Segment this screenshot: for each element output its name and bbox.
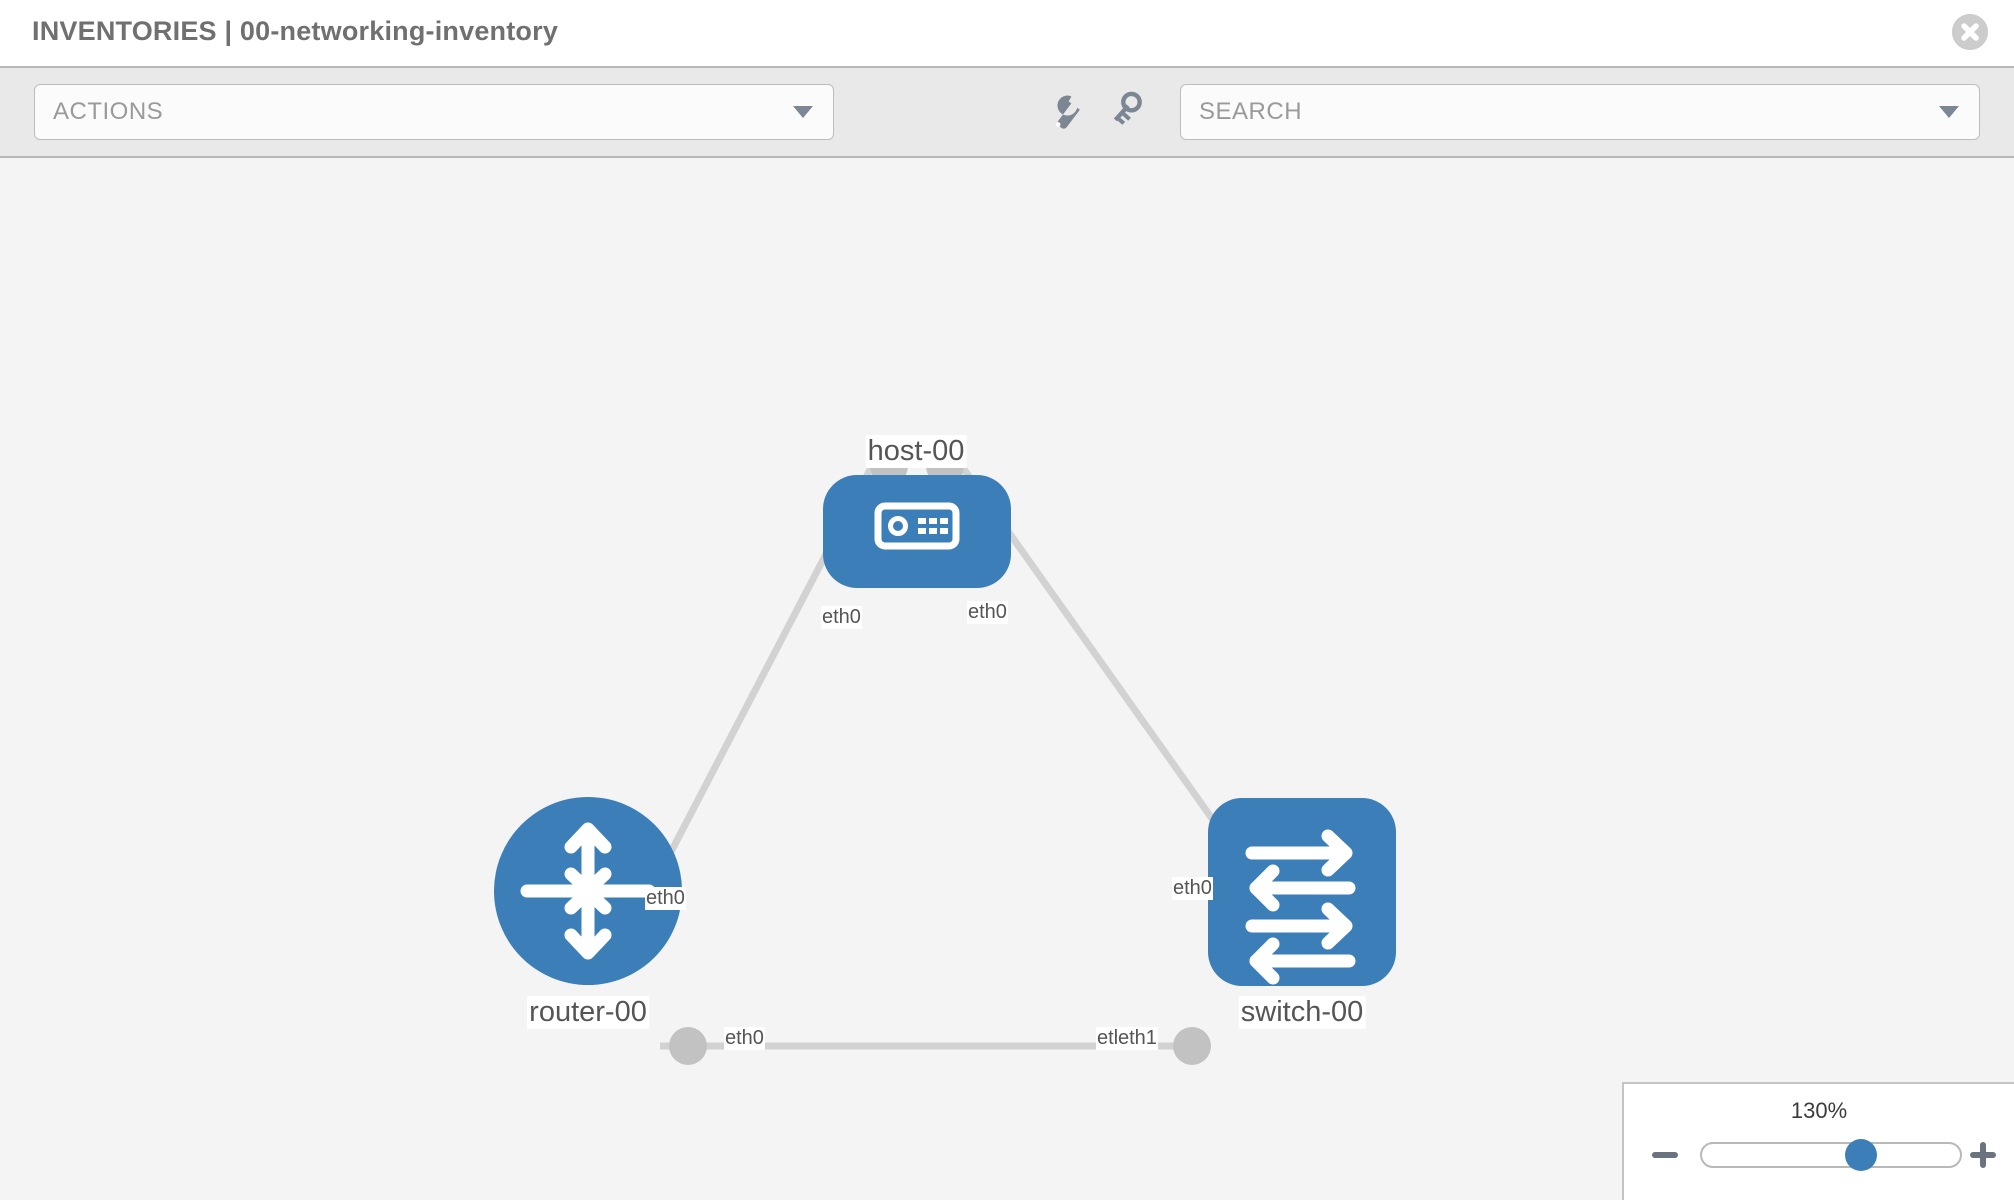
node-label-router-00: router-00 [527, 996, 649, 1029]
page-header: INVENTORIES | 00-networking-inventory [0, 0, 2014, 68]
wrench-icon[interactable] [1042, 90, 1086, 134]
actions-dropdown-label: ACTIONS [53, 98, 164, 125]
zoom-out-button[interactable] [1650, 1140, 1680, 1170]
port-label-router00-eth0-up: eth0 [645, 887, 686, 910]
search-input[interactable]: SEARCH [1180, 84, 1980, 140]
minus-icon [1652, 1152, 1678, 1158]
zoom-slider-track[interactable] [1700, 1142, 1962, 1168]
page-title: INVENTORIES | 00-networking-inventory [32, 16, 559, 46]
connector-nub [669, 1027, 707, 1065]
node-switch-00 [1208, 798, 1396, 986]
node-host-00 [823, 475, 1011, 588]
port-label-router00-eth0-side: eth0 [724, 1027, 765, 1050]
search-placeholder: SEARCH [1199, 98, 1303, 125]
server-appliance-icon [874, 502, 960, 550]
port-label-switch00-eth1: eth1 [1117, 1027, 1158, 1050]
zoom-level-value: 130% [1790, 1098, 1848, 1123]
plus-icon-vertical [1980, 1142, 1986, 1168]
chevron-down-icon [1939, 106, 1959, 118]
topology-graph [494, 447, 1396, 1065]
node-label-host-00: host-00 [865, 435, 967, 468]
switch-arrows-icon [1245, 829, 1356, 985]
node-router-00 [494, 797, 682, 985]
topology-canvas[interactable]: host-00 router-00 switch-00 eth0 eth0 et… [0, 158, 2014, 1200]
zoom-control-panel: 130% [1622, 1082, 2014, 1200]
connector-nub [1173, 1027, 1211, 1065]
toolbar: ACTIONS SEARCH [0, 68, 2014, 158]
key-icon[interactable] [1110, 90, 1154, 134]
zoom-slider-thumb[interactable] [1844, 1139, 1877, 1171]
port-label-host00-eth0-right: eth0 [967, 601, 1008, 624]
router-four-arrows-icon [520, 822, 656, 960]
actions-dropdown[interactable]: ACTIONS [34, 84, 834, 140]
port-label-switch00-eth0-up: eth0 [1172, 877, 1213, 900]
node-label-switch-00: switch-00 [1238, 996, 1366, 1029]
port-label-host00-eth0-left: eth0 [821, 606, 862, 629]
close-icon[interactable] [1952, 14, 1988, 50]
zoom-in-button[interactable] [1968, 1140, 1998, 1170]
chevron-down-icon [793, 106, 813, 118]
